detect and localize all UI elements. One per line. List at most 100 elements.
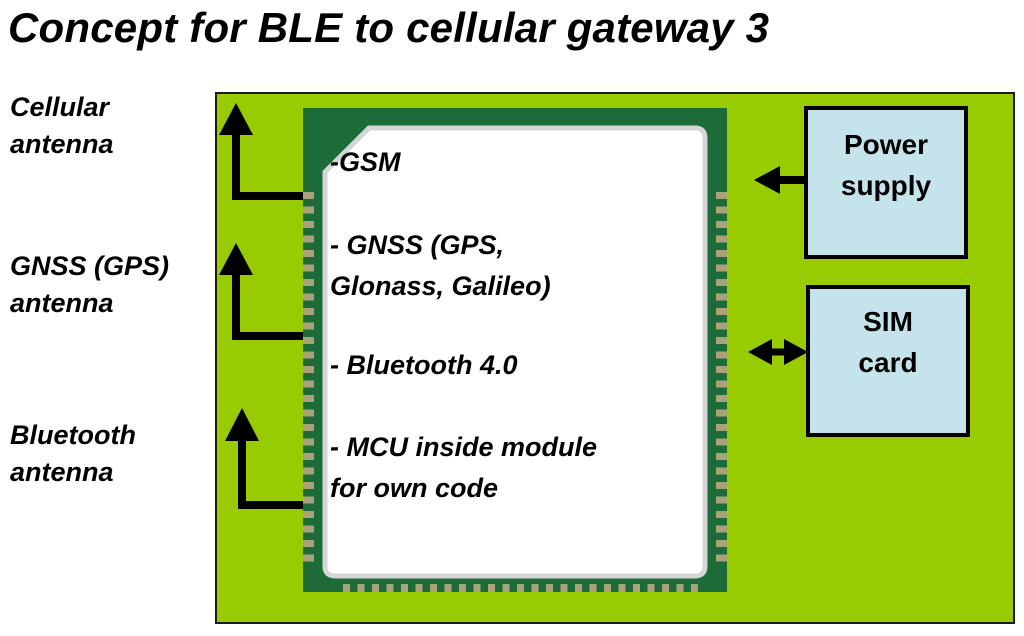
module-pad xyxy=(633,584,640,592)
module-pad xyxy=(303,482,314,489)
feature-bluetooth: - Bluetooth 4.0 xyxy=(330,345,518,386)
module-pad xyxy=(303,308,314,315)
module-pad xyxy=(691,584,698,592)
label-line: Cellular xyxy=(10,92,110,122)
module-pad xyxy=(303,337,314,344)
module-pad xyxy=(716,496,727,504)
module-pad xyxy=(303,496,314,504)
page-title: Concept for BLE to cellular gateway 3 xyxy=(8,4,770,51)
feature-line: - GNSS (GPS, xyxy=(330,230,505,260)
module-pad xyxy=(303,438,314,446)
module-pad xyxy=(716,308,727,315)
feature-line: - MCU inside module xyxy=(330,432,598,462)
module-pad xyxy=(676,584,684,592)
module-face xyxy=(322,125,708,579)
module-pad xyxy=(716,221,727,228)
module-pad xyxy=(716,250,727,257)
module-pad xyxy=(303,221,314,228)
module-pad xyxy=(303,322,314,330)
cellular-antenna-label: Cellular antenna xyxy=(10,89,114,163)
module-pad xyxy=(604,584,611,592)
module-pad xyxy=(303,453,314,460)
module-pad xyxy=(716,264,727,272)
module-pad xyxy=(343,584,350,592)
gnss-antenna-label: GNSS (GPS) antenna xyxy=(10,248,169,322)
module-pad xyxy=(303,554,314,562)
feature-line: - Bluetooth 4.0 xyxy=(330,350,518,380)
module-pad xyxy=(372,584,379,592)
label-line: GNSS (GPS) xyxy=(10,251,170,281)
module-pad xyxy=(716,482,727,489)
module-pad xyxy=(716,438,727,446)
module-pad xyxy=(647,584,655,592)
module-pad xyxy=(716,525,727,533)
module-pad xyxy=(716,424,727,431)
module-pad xyxy=(716,235,727,243)
module-pad xyxy=(716,554,727,562)
sim-card-box: SIM card xyxy=(806,285,970,437)
module-pad xyxy=(357,584,365,592)
feature-mcu: - MCU inside module for own code xyxy=(330,427,597,509)
module-pad xyxy=(430,584,437,592)
module-pad xyxy=(303,395,314,402)
module-pad xyxy=(303,264,314,272)
cellular-antenna-arrow xyxy=(219,103,303,200)
label-line: Bluetooth xyxy=(10,420,136,450)
module-pad xyxy=(517,584,524,592)
module-pad xyxy=(716,540,727,547)
module-pad xyxy=(401,584,408,592)
module-pad xyxy=(575,584,582,592)
box-line: supply xyxy=(840,170,932,201)
module-pad xyxy=(716,279,727,286)
label-line: antenna xyxy=(10,129,114,159)
module-pad xyxy=(716,380,727,388)
module-pad xyxy=(303,192,314,199)
module-pad xyxy=(716,395,727,402)
module-pad xyxy=(473,584,481,592)
module-pad xyxy=(488,584,495,592)
gnss-antenna-arrow xyxy=(219,243,303,340)
module-pad xyxy=(303,293,314,301)
module-pad xyxy=(303,409,314,417)
bluetooth-antenna-label: Bluetooth antenna xyxy=(10,417,136,491)
module-pad xyxy=(303,467,314,475)
module-pad xyxy=(303,279,314,286)
module-pad xyxy=(560,584,568,592)
module-pad xyxy=(662,584,669,592)
module-pad xyxy=(716,192,727,199)
module-pad xyxy=(531,584,539,592)
sim-card-double-arrow xyxy=(748,339,808,365)
module-pad xyxy=(303,540,314,547)
box-line: card xyxy=(858,347,918,378)
module-pad xyxy=(502,584,510,592)
feature-gsm: -GSM xyxy=(330,142,401,183)
module-pad xyxy=(303,424,314,431)
power-supply-arrow xyxy=(754,166,804,194)
module-pad xyxy=(459,584,466,592)
box-line: SIM xyxy=(863,306,913,337)
module-pad xyxy=(716,206,727,214)
label-line: antenna xyxy=(10,457,114,487)
module-pad xyxy=(386,584,394,592)
module-pad xyxy=(303,250,314,257)
module-pad xyxy=(716,366,727,373)
module-pads xyxy=(303,192,727,592)
module-pad xyxy=(546,584,553,592)
cellular-module xyxy=(303,108,727,592)
module-pad xyxy=(716,322,727,330)
module-pad xyxy=(716,337,727,344)
module-pad xyxy=(444,584,452,592)
power-supply-box: Power supply xyxy=(804,106,968,259)
module-pad xyxy=(716,293,727,301)
module-pad xyxy=(303,366,314,373)
feature-line: for own code xyxy=(330,473,498,503)
feature-line: Glonass, Galileo) xyxy=(330,271,551,301)
module-pad xyxy=(303,235,314,243)
bluetooth-antenna-arrow xyxy=(225,408,303,509)
module-pad xyxy=(589,584,597,592)
module-pad xyxy=(716,409,727,417)
module-pad xyxy=(303,525,314,533)
module-pad xyxy=(618,584,626,592)
module-pad xyxy=(716,511,727,518)
